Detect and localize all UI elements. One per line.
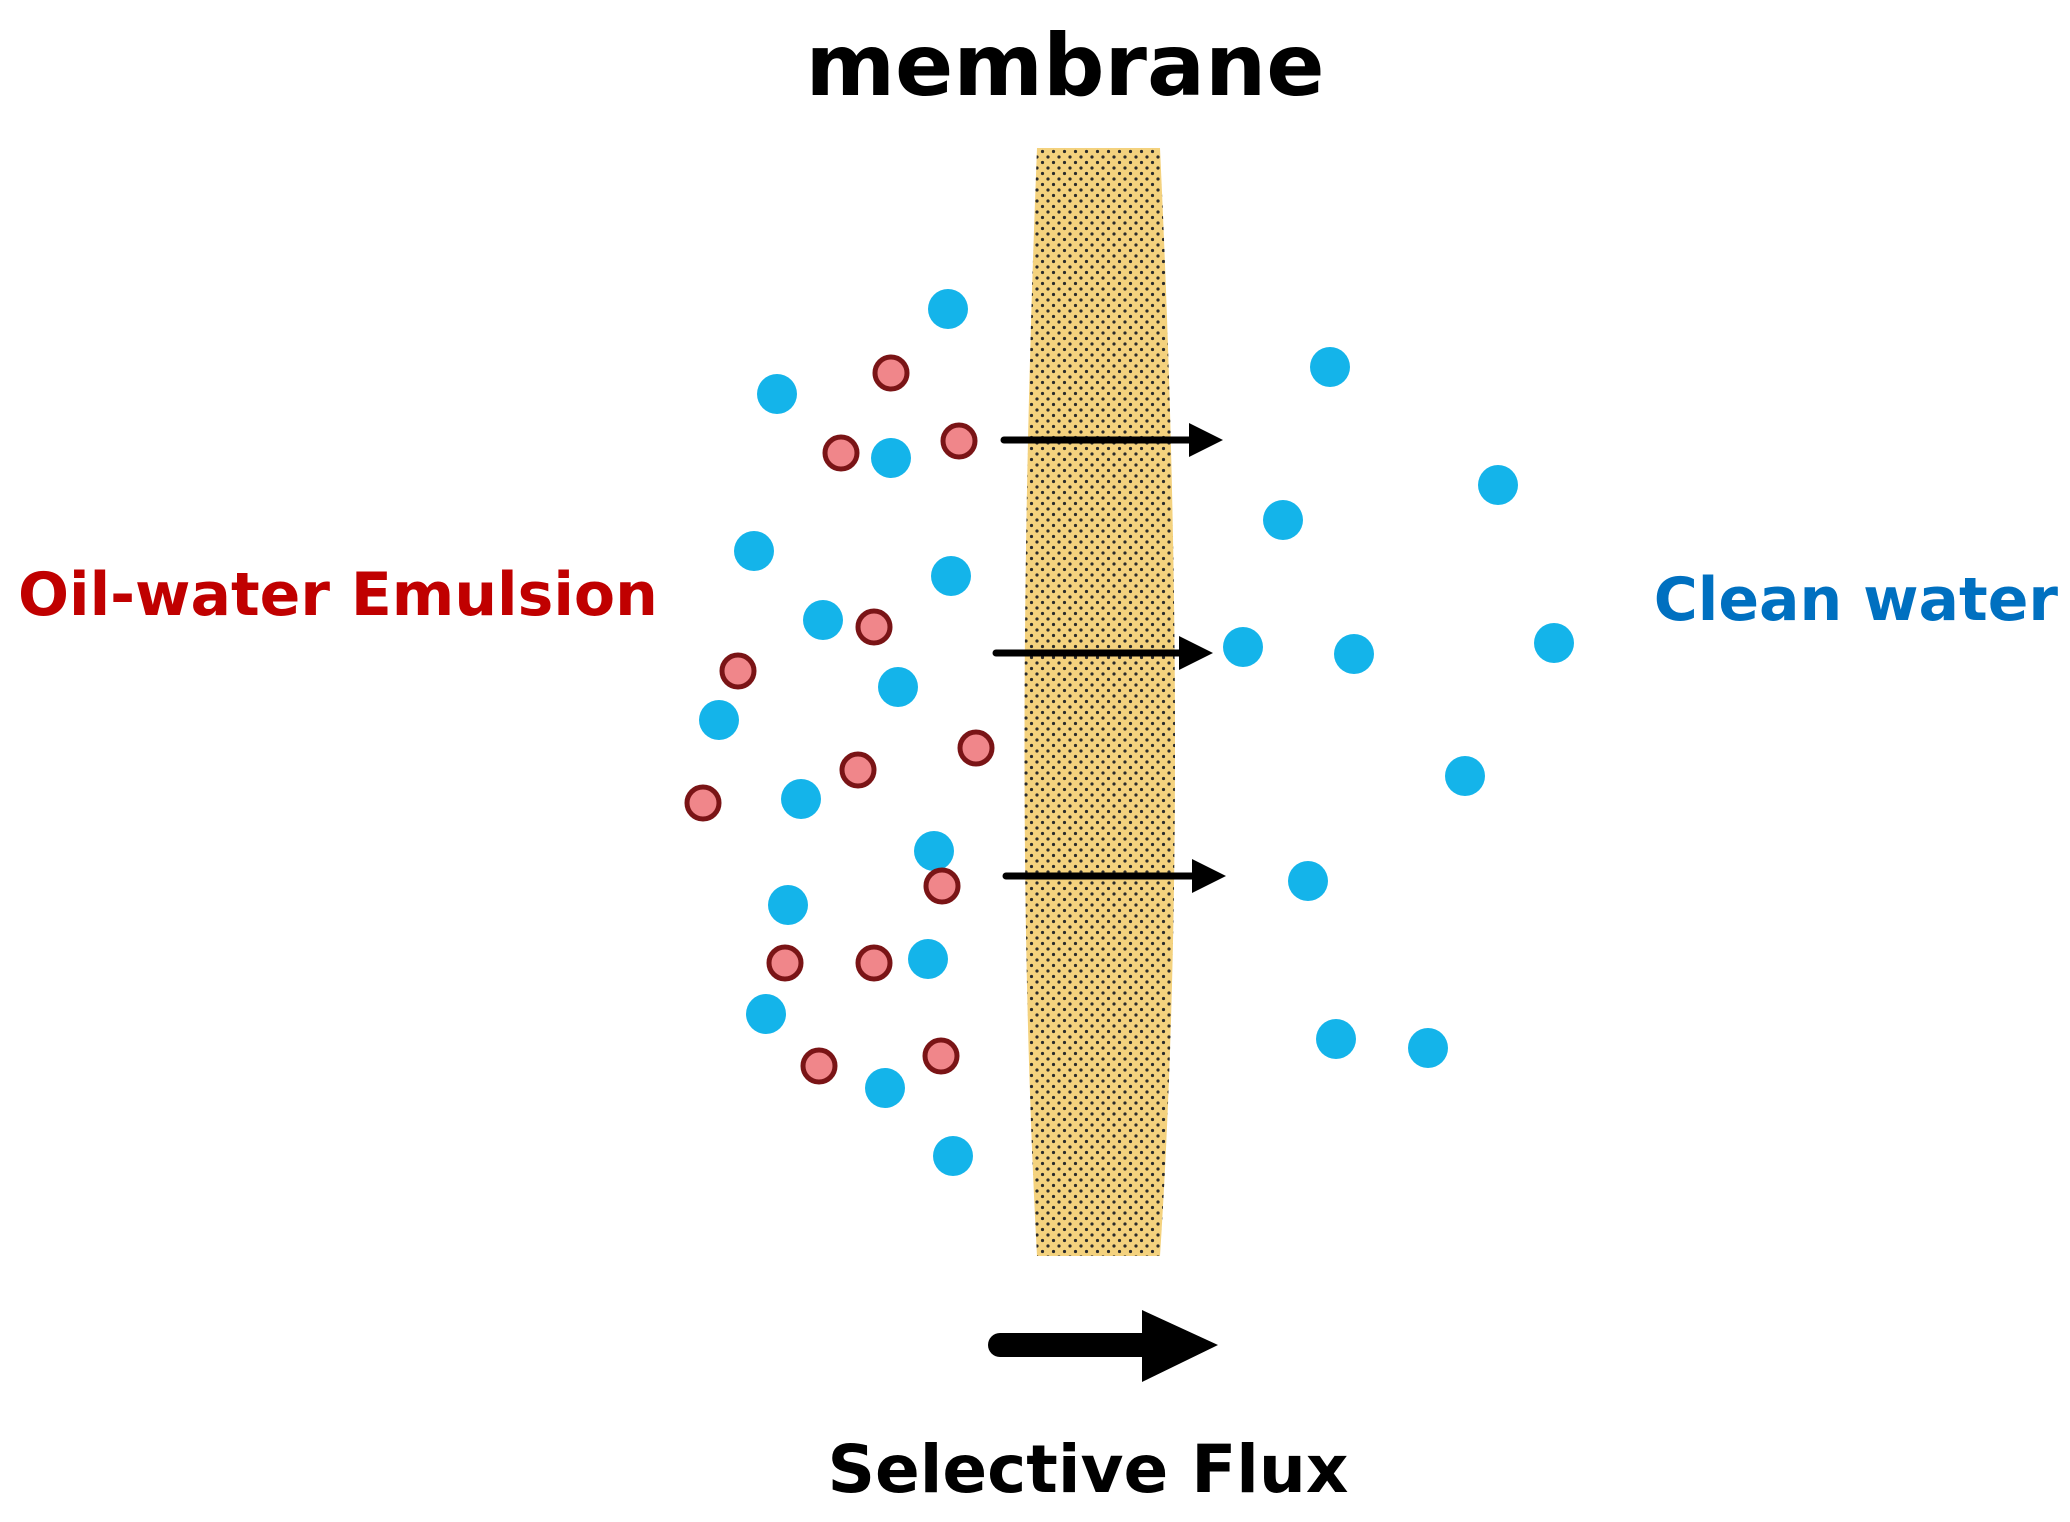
oil-droplet-icon [766,944,804,982]
permeation-arrow-icon [1002,859,1226,893]
water-droplet-icon [931,556,971,596]
water-droplet-icon [757,374,797,414]
oil-droplet-icon [855,608,893,646]
oil-droplet-icon [872,354,910,392]
permeate-water-droplets [1223,347,1574,1068]
oil-droplet-icon [957,729,995,767]
oil-droplet-icon [923,867,961,905]
oil-droplets [684,354,995,1085]
water-droplet-icon [1310,347,1350,387]
oil-droplet-icon [940,422,978,460]
diagram-title: membrane [805,16,1324,116]
permeation-arrow-icon [1000,423,1223,457]
water-droplet-icon [1263,500,1303,540]
oil-droplet-icon [719,652,757,690]
membrane-pores [1024,148,1175,1256]
flux-label: Selective Flux [827,1431,1348,1508]
water-droplet-icon [1223,627,1263,667]
oil-droplet-icon [822,434,860,472]
water-droplet-icon [1288,861,1328,901]
permeation-arrow-head [1192,859,1226,893]
oil-droplet-icon [855,944,893,982]
water-droplet-icon [1316,1019,1356,1059]
water-droplet-icon [928,289,968,329]
water-droplet-icon [1445,756,1485,796]
water-droplet-icon [933,1136,973,1176]
water-droplet-icon [1534,623,1574,663]
water-droplet-icon [803,600,843,640]
oil-droplet-icon [839,751,877,789]
membrane [1024,148,1175,1256]
oil-droplet-icon [800,1047,838,1085]
flux-arrow-icon [988,1310,1218,1382]
water-droplet-icon [734,531,774,571]
water-droplet-icon [768,885,808,925]
water-droplet-icon [871,438,911,478]
water-droplet-icon [1408,1028,1448,1068]
water-droplet-icon [914,831,954,871]
water-droplet-icon [699,700,739,740]
permeation-arrows [992,423,1226,893]
water-droplet-icon [865,1068,905,1108]
water-droplet-icon [878,667,918,707]
oil-droplet-icon [684,784,722,822]
feed-water-droplets [699,289,973,1176]
feed-label: Oil-water Emulsion [18,560,658,630]
water-droplet-icon [1478,465,1518,505]
permeation-arrow-head [1189,423,1223,457]
permeation-arrow-icon [992,636,1213,670]
water-droplet-icon [908,939,948,979]
permeation-arrow-head [1179,636,1213,670]
permeate-label: Clean water [1654,565,2059,635]
water-droplet-icon [746,994,786,1034]
water-droplet-icon [781,779,821,819]
oil-droplet-icon [922,1037,960,1075]
water-droplet-icon [1334,634,1374,674]
